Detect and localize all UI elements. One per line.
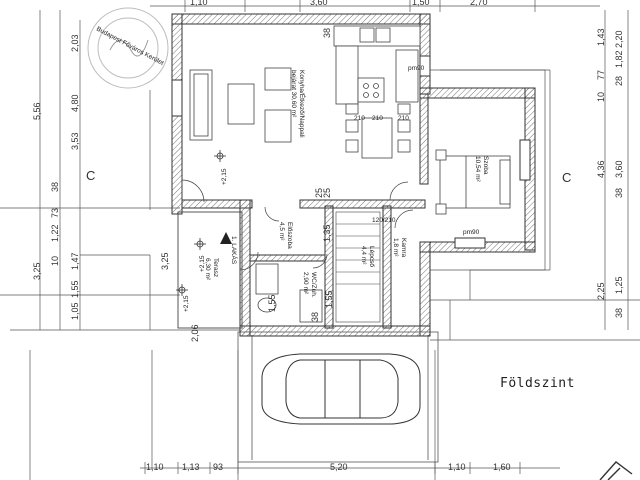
- kitchen-counter: [333, 25, 421, 105]
- left-dimension: 1,55: [70, 280, 80, 298]
- parked-car-icon: [261, 353, 421, 425]
- right-dimension: 38: [614, 308, 624, 318]
- section-mark-c-right: C: [562, 170, 571, 185]
- sofa-icon: [189, 67, 292, 143]
- right-dimension: 77: [596, 70, 606, 80]
- window-tag: 210: [354, 115, 365, 122]
- floor-caption: Földszint: [500, 376, 575, 391]
- stamp-text: Budapest Főváros Kerület: [95, 26, 165, 68]
- left-dimension: 73: [50, 208, 60, 218]
- window-tag: pm90: [408, 65, 425, 72]
- right-dimension: 3,60: [614, 160, 624, 178]
- left-dimension: 10: [50, 256, 60, 266]
- inner-dimension: 2,06: [190, 324, 200, 342]
- bottom-dimension: 1,60: [493, 462, 511, 472]
- plan-labels: 1,10 3,60 1,50 2,70 1,10 1,13 93 5,20 1,10 1,60 2,…: [32, 0, 624, 472]
- room-area: 1,8 m²: [392, 238, 399, 257]
- level-value: +2,15: [221, 168, 228, 185]
- official-stamp: [87, 7, 169, 89]
- right-dimension: 38: [614, 188, 624, 198]
- bottom-dimension: 1,10: [146, 462, 164, 472]
- right-dimension: 2,25: [596, 282, 606, 300]
- right-dimension: 1,43: [596, 28, 606, 46]
- left-dimension: 1,05: [70, 302, 80, 320]
- level-markers: [176, 150, 226, 296]
- inner-dimension: 38: [310, 312, 320, 322]
- window-tag: 120/210: [372, 217, 396, 224]
- inner-dimension: 3,25: [160, 252, 170, 270]
- inner-dimension: 1,55: [267, 294, 277, 312]
- room-label: Terasz: [212, 258, 219, 277]
- window-tag: 210: [398, 115, 409, 122]
- bottom-dimension: 93: [213, 462, 223, 472]
- room-label: Szoba: [482, 156, 489, 175]
- inner-dimension: 1,55: [324, 290, 334, 308]
- room-area: 6,30 m²: [204, 258, 211, 281]
- bottom-dimension: 1,13: [182, 462, 200, 472]
- door-swings: [181, 179, 414, 271]
- bed-icon: [435, 149, 511, 215]
- section-mark-c-left: C: [86, 168, 95, 183]
- section-mark-corner: [599, 461, 633, 480]
- top-dimension: 1,10: [190, 0, 208, 7]
- room-area: 4,4 m²: [360, 246, 367, 265]
- dining-table: [345, 103, 411, 159]
- left-dimension: 38: [50, 182, 60, 192]
- window-tag: pm90: [463, 229, 480, 236]
- room-label: WC/Zuh.: [310, 272, 317, 298]
- inner-dimension: 25: [322, 188, 332, 198]
- left-dimension: 4,80: [70, 94, 80, 112]
- bathroom-fixtures: [255, 263, 323, 323]
- top-dimension: 2,70: [470, 0, 488, 7]
- left-dimension: 1,47: [70, 252, 80, 270]
- room-area: 4,5 m²: [278, 222, 285, 241]
- room-label: Kamra: [400, 238, 407, 258]
- staircase-icon: [335, 211, 381, 323]
- right-dimension: 10: [596, 92, 606, 102]
- left-dimension: 3,25: [32, 262, 42, 280]
- right-dimension: 1,82: [614, 50, 624, 68]
- room-label: Konyha/Étkező/Nappali: [298, 70, 307, 138]
- room-label: Lépcső: [368, 246, 375, 267]
- level-value: +2,15: [183, 295, 190, 312]
- right-dimension: 1,25: [614, 276, 624, 294]
- left-dimension: 2,03: [70, 34, 80, 52]
- right-dimension: 28: [614, 76, 624, 86]
- bottom-dimension: 1,10: [448, 462, 466, 472]
- room-label: Előszoba: [286, 222, 293, 249]
- bottom-dimension: 5,20: [330, 462, 348, 472]
- room-area: 2,90 m²: [302, 272, 309, 295]
- inner-dimension: 1,35: [322, 224, 332, 242]
- level-value: +2,15: [199, 255, 206, 272]
- entrance-arrow-icon: [220, 232, 232, 244]
- room-label: 1. LAKÁS: [230, 236, 239, 265]
- room-area: 10,54 m²: [474, 156, 481, 182]
- right-dimension: 4,36: [596, 160, 606, 178]
- inner-dimension: 38: [322, 28, 332, 38]
- top-dimension: 1,50: [412, 0, 430, 7]
- room-area: bejárat 30,60 m²: [290, 70, 297, 118]
- inner-dimension: 25: [314, 188, 324, 198]
- left-dimension: 3,53: [70, 132, 80, 150]
- right-dimension: 2,20: [614, 30, 624, 48]
- window-markers: [171, 55, 531, 249]
- top-dimension: 3,60: [310, 0, 328, 7]
- left-dimension: 1,22: [50, 224, 60, 242]
- window-tag: 210: [372, 115, 383, 122]
- site-outline: [430, 69, 546, 340]
- left-dimension: 5,56: [32, 102, 42, 120]
